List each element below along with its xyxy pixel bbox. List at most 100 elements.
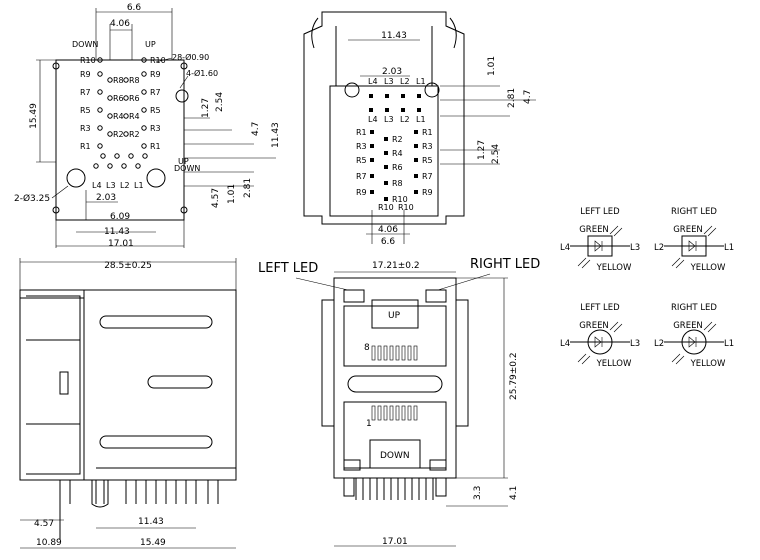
fp-right-pin: [141, 143, 147, 149]
fp-mid-pin-label: R2: [113, 130, 124, 139]
dim-side-11.43: 11.43: [138, 517, 164, 527]
dim-fp-2.81: 2.81: [243, 178, 253, 198]
tv-led-label: L2: [400, 77, 410, 86]
light-ray: [581, 259, 591, 269]
light-ray: [703, 321, 713, 331]
led-left-pin: L4: [560, 243, 570, 253]
fp-led-pin: [128, 153, 134, 159]
tv-row-label: R4: [392, 149, 403, 158]
side-peg: [91, 480, 109, 508]
dim-fp-6.09: 6.09: [110, 212, 130, 222]
led-green-label: GREEN: [579, 321, 609, 331]
dim-side-15.49: 15.49: [140, 538, 166, 548]
contact: [401, 405, 406, 421]
tv-row-pad: [414, 130, 418, 134]
tv-row-pad: [384, 181, 388, 185]
dim-fp-11.43h: 11.43: [104, 227, 130, 237]
tv-bottom-label: R10: [398, 203, 414, 212]
led-left-pin: L2: [654, 339, 664, 349]
dim-front-4.1: 4.1: [509, 486, 519, 500]
tv-row-pad: [370, 174, 374, 178]
contact: [395, 405, 400, 421]
fp-mid-pin: [107, 77, 113, 83]
led-right-pin: L3: [630, 339, 640, 349]
tv-led-pad: [417, 94, 421, 98]
dim-top-1.01: 1.01: [487, 56, 497, 76]
light-ray: [675, 259, 685, 269]
tv-row-label: R5: [422, 156, 433, 165]
fp-right-pin-label: R5: [150, 106, 161, 115]
fp-right-pin-label: R7: [150, 88, 161, 97]
tv-led-label: L4: [368, 115, 378, 124]
contact: [383, 405, 388, 421]
fp-right-pin: [141, 57, 147, 63]
led-green-label: GREEN: [579, 225, 609, 235]
tv-row-pad: [370, 130, 374, 134]
tv-row-pad: [384, 137, 388, 141]
tv-led-label: L4: [368, 77, 378, 86]
fp-led-pin: [93, 163, 99, 169]
pcb-footprint: 6.6 4.06 DOWN UP 28-Ø0.90 4-Ø1.60 15.49 …: [14, 3, 281, 249]
fp-right-pin: [141, 107, 147, 113]
fp-led-pin: [121, 163, 127, 169]
big-hole-right: [146, 168, 166, 188]
tv-row-pad: [370, 190, 374, 194]
dim-side-4.57: 4.57: [34, 519, 54, 529]
fp-led-pin: [135, 163, 141, 169]
led-left-pin: L2: [654, 243, 664, 253]
led-right-pin: L1: [724, 243, 734, 253]
fp-mid-pin: [107, 95, 113, 101]
light-ray: [581, 355, 591, 365]
front-left-led: [343, 289, 365, 303]
pin1-label: 1: [366, 419, 372, 429]
tv-led-pad: [369, 108, 373, 112]
fp-mid-pin-label: R4: [129, 112, 140, 121]
tv-led-label: L2: [400, 115, 410, 124]
light-ray: [577, 257, 587, 267]
led-yellow-label: YELLOW: [690, 263, 726, 273]
dim-top-4.7: 4.7: [523, 90, 533, 104]
light-ray: [613, 227, 623, 237]
light-ray: [675, 355, 685, 365]
fp-right-pin: [141, 125, 147, 131]
tv-row-pad: [370, 158, 374, 162]
led-yellow-label: YELLOW: [596, 263, 632, 273]
light-ray: [707, 227, 717, 237]
fp-mid-pin: [123, 77, 129, 83]
dim-top-2.54: 2.54: [491, 144, 501, 164]
dim-mid-holes: 4-Ø1.60: [186, 68, 218, 78]
fp-left-pin-label: R5: [80, 106, 91, 115]
fp-mid-pin-label: R8: [113, 76, 124, 85]
tv-led-pad: [385, 108, 389, 112]
big-hole-left: [66, 168, 86, 188]
fp-left-pin: [97, 89, 103, 95]
led-right-pin: L1: [724, 339, 734, 349]
led-green-label: GREEN: [673, 225, 703, 235]
tv-row-label: R1: [356, 128, 367, 137]
dim-top-4.06: 4.06: [378, 225, 398, 235]
fp-led-pin-label: L3: [106, 181, 116, 190]
label-up-small: UP: [178, 157, 189, 166]
tv-row-pad: [384, 165, 388, 169]
tv-bottom-label: R10: [378, 203, 394, 212]
led-left-pin: L4: [560, 339, 570, 349]
light-ray: [609, 225, 619, 235]
led-right-pin: L3: [630, 243, 640, 253]
light-ray: [577, 353, 587, 363]
contact: [407, 405, 412, 421]
front-left-led-label: LEFT LED: [258, 261, 318, 276]
fp-left-pin-label: R1: [80, 142, 91, 151]
light-ray: [613, 323, 623, 333]
dim-top-width: 6.6: [127, 3, 142, 13]
tv-led-pad: [401, 108, 405, 112]
dim-fp-11.43: 11.43: [271, 122, 281, 148]
dim-fp-1.27: 1.27: [201, 98, 211, 118]
fp-mid-pin: [107, 131, 113, 137]
fp-mid-pin-label: R4: [113, 112, 124, 121]
